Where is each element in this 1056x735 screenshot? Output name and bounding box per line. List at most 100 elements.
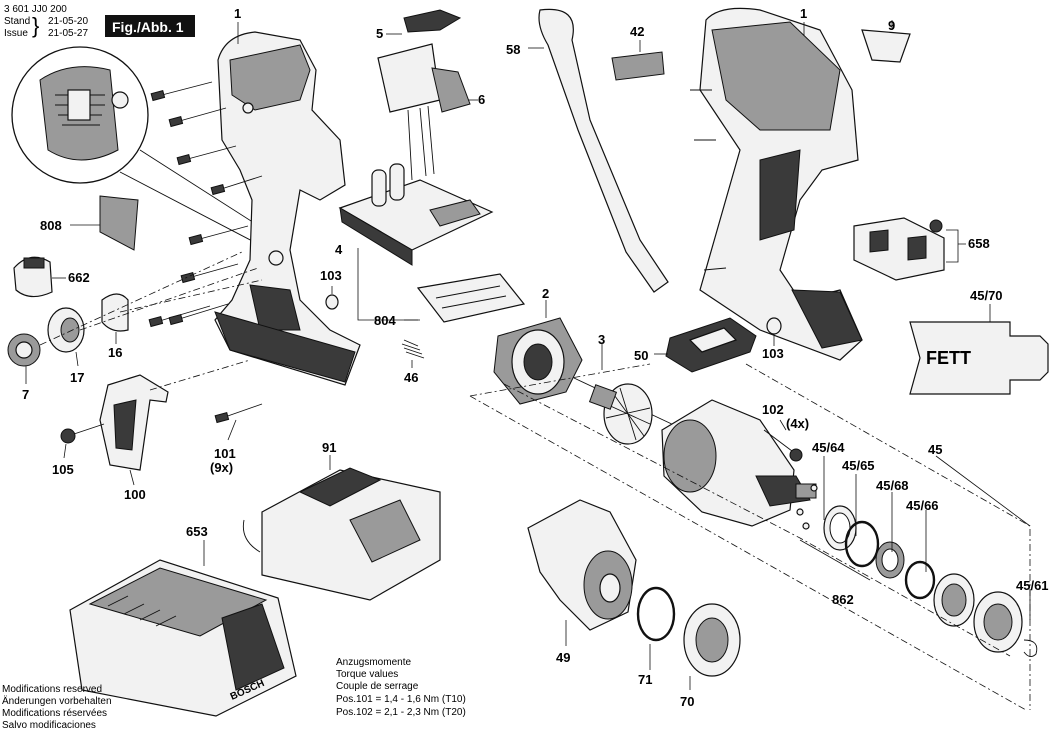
figure-badge-bg: [105, 15, 195, 37]
label-6: 6: [478, 92, 485, 107]
part-71-ring: [636, 586, 676, 642]
part-50-led-window: [688, 327, 738, 353]
assembly-axis-lines: [39, 251, 263, 391]
label-3: 3: [598, 332, 605, 347]
detail-pointer-lines: [119, 149, 263, 245]
part-45-66-ring: [904, 560, 936, 600]
battery-end-cap: [221, 603, 285, 691]
issue-date: 21-05-27: [48, 28, 88, 39]
torque-pos-101: Pos.101 = 1,4 - 1,6 Nm (T10): [336, 694, 466, 705]
label-45-68: 45/68: [876, 478, 909, 493]
label-17: 17: [70, 370, 84, 385]
part-658-screw: [929, 219, 943, 233]
label-1-right: 1: [800, 6, 807, 21]
battery-fuel-gauge: [107, 595, 177, 627]
label-101: 101: [214, 446, 236, 461]
label-9: 9: [888, 18, 895, 33]
housing-screw-hole: [268, 250, 284, 266]
label-5: 5: [376, 26, 383, 41]
part-102-screw-shaft: [763, 429, 797, 455]
part-labels: 1 1 2 3 4 5 6 7 9 16 17 42 45 45/61 45/6…: [22, 6, 1049, 709]
drive-train-group: [469, 300, 1038, 711]
label-71: 71: [638, 672, 652, 687]
label-70: 70: [680, 694, 694, 709]
part-45-housing-front: [663, 419, 717, 493]
part-862-sleeve-inner: [941, 583, 967, 617]
torque-line-1: Anzugsmomente: [336, 657, 411, 668]
battery-charger-group: BOSCH: [69, 455, 441, 717]
part-658-slot: [907, 235, 927, 261]
part-45-68-spring-inner: [881, 548, 899, 572]
drive-train-axis: [503, 383, 1011, 657]
housing-right-foot: [791, 289, 863, 349]
torque-line-2: Torque values: [336, 669, 398, 680]
label-804: 804: [374, 313, 396, 328]
housing-foot: [214, 311, 356, 383]
label-653: 653: [186, 524, 208, 539]
label-4: 4: [335, 242, 343, 257]
ball: [810, 484, 818, 492]
part-662-clip: [23, 257, 45, 269]
label-2: 2: [542, 286, 549, 301]
housing-right-group: [654, 7, 966, 373]
part-103-nut-left: [325, 294, 339, 310]
label-662: 662: [68, 270, 90, 285]
part-808-label: [99, 195, 139, 251]
label-45-70: 45/70: [970, 288, 1003, 303]
charger-cable: [242, 519, 261, 553]
disclaimer: Modifications reserved Änderungen vorbeh…: [2, 684, 112, 731]
label-42: 42: [630, 24, 644, 39]
part-49-bore: [599, 573, 621, 603]
leader-862: [799, 539, 871, 581]
label-102: 102: [762, 402, 784, 417]
part-804-ribs: [435, 285, 507, 309]
grease-tube: [909, 321, 1049, 395]
label-58: 58: [506, 42, 520, 57]
part-42-label: [611, 51, 665, 81]
part-58-strap: [538, 8, 669, 293]
part-46-spring: [401, 339, 425, 359]
part-100-slot: [113, 399, 137, 451]
disclaimer-fr: Modifications réservées: [2, 708, 107, 719]
switch-group: [325, 9, 526, 368]
detail-connector: [67, 89, 91, 121]
label-45-66: 45/66: [906, 498, 939, 513]
label-7: 7: [22, 387, 29, 402]
label-50: 50: [634, 348, 648, 363]
part-5-switch-lever: [403, 9, 462, 33]
housing-right-motor: [711, 21, 841, 131]
label-46: 46: [404, 370, 418, 385]
label-45-61: 45/61: [1016, 578, 1049, 593]
part-45-65-ring: [844, 520, 880, 568]
disclaimer-de: Änderungen vorbehalten: [2, 695, 112, 707]
label-102-qty: (4x): [786, 416, 809, 431]
grease-label: FETT: [926, 348, 971, 368]
screws-101: [148, 81, 263, 424]
charger-pocket: [349, 499, 421, 563]
label-100: 100: [124, 487, 146, 502]
part-3-fan-blades: [605, 387, 651, 441]
label-103-left: 103: [320, 268, 342, 283]
torque-line-3: Couple de serrage: [336, 681, 419, 692]
stand-label: Stand: [4, 16, 30, 27]
leader-1: [237, 22, 805, 44]
strap-group: [528, 8, 669, 293]
part-4-board-edge: [339, 207, 413, 266]
detail-screw-boss: [111, 91, 129, 109]
part-45-61-clip: [1023, 639, 1038, 657]
part-105-screw-head: [60, 428, 76, 444]
housing-right-pins: [690, 89, 727, 271]
torque-pos-102: Pos.102 = 2,1 - 2,3 Nm (T20): [336, 707, 466, 718]
ball: [802, 522, 810, 530]
charger-top-slot: [298, 467, 382, 507]
housing-screw-hole: [242, 102, 254, 114]
label-91: 91: [322, 440, 336, 455]
part-804-plate: [416, 273, 526, 323]
part-7-center: [15, 341, 33, 359]
part-6-trigger: [431, 67, 471, 113]
part-2-stator-core: [523, 343, 553, 381]
stand-date: 21-05-20: [48, 16, 88, 27]
leader-101: [227, 419, 237, 441]
part-17-center: [60, 317, 80, 343]
